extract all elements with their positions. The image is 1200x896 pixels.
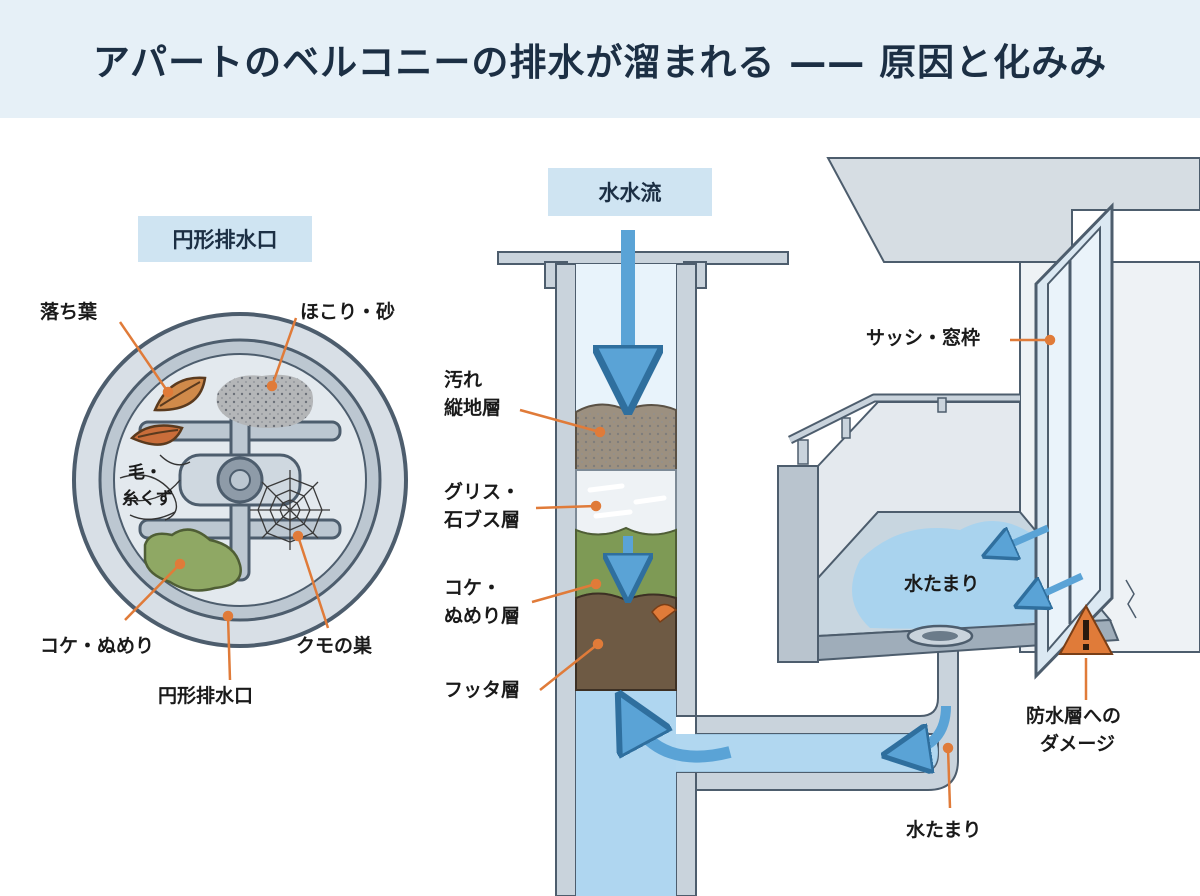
label-dirt-line2: 縦地層	[444, 397, 502, 419]
backflow-arrow	[632, 718, 732, 763]
label-puddle: 水たまり	[904, 573, 980, 595]
label-drain-bottom: 円形排水口	[158, 685, 254, 707]
label-damage-line2: ダメージ	[1040, 733, 1116, 755]
spider-web-icon	[250, 470, 330, 550]
label-dust-sand: ほこり・砂	[300, 301, 396, 323]
label-leaves: 落ち葉	[40, 301, 98, 323]
water-flow-title: 水水流	[548, 168, 712, 216]
label-dirt-line1: 汚れ	[444, 369, 483, 391]
leaves-icon	[129, 376, 207, 446]
page-title: アパートのベルコニーの排水が溜まれる —— 原因と化みみ	[92, 41, 1108, 84]
outlet-flow-arrow	[906, 705, 951, 752]
label-sash: サッシ・窓枠	[866, 327, 981, 349]
label-sludge: フッタ層	[444, 679, 521, 701]
hair-lint-icon	[119, 454, 191, 521]
balcony	[777, 157, 1200, 680]
sash-leak-arrow-1	[998, 524, 1050, 550]
sash-leak-arrow-2	[1030, 572, 1084, 600]
header-banner: アパートのベルコニーの排水が溜まれる —— 原因と化みみ	[0, 0, 1200, 118]
label-grease-line1: グリス・	[444, 481, 521, 503]
label-moss-line2: ぬめり層	[444, 605, 521, 627]
label-hair-line1: 毛・	[128, 463, 162, 483]
label-puddle-bottom: 水たまり	[906, 819, 982, 841]
circular-drain	[72, 312, 408, 648]
label-damage-line1: 防水層への	[1026, 705, 1122, 727]
label-spider-web: クモの巣	[296, 635, 373, 657]
label-moss-slime: コケ・ぬめり	[40, 635, 155, 657]
warning-icon	[1058, 603, 1114, 655]
drain-panel-title: 円形排水口	[138, 216, 312, 262]
label-moss-line1: コケ・	[444, 577, 502, 599]
grease-layer	[575, 469, 677, 536]
label-hair-line2: 糸くず	[122, 489, 173, 509]
label-grease-line2: 石ブス層	[444, 509, 521, 531]
